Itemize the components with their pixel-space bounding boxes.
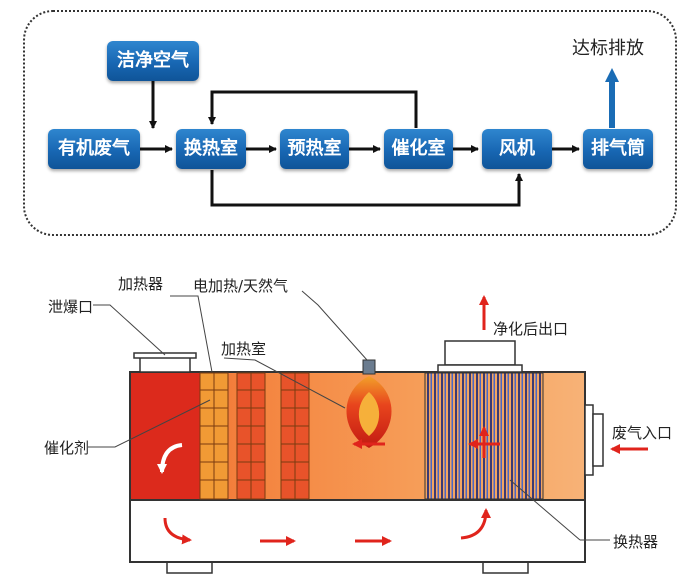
catalyst-flow-arrow bbox=[157, 443, 183, 474]
node-heat-exchange-chamber: 换热室 bbox=[176, 129, 246, 169]
compliant-discharge-label: 达标排放 bbox=[572, 38, 644, 59]
catalyst-section bbox=[131, 373, 200, 499]
label-heat-exchanger: 换热器 bbox=[613, 533, 659, 551]
duct-flow-arrow bbox=[460, 508, 491, 540]
waste-gas-inlet-nozzle bbox=[592, 413, 604, 467]
node-catalytic-chamber: 催化室 bbox=[384, 129, 453, 169]
node-preheat-chamber: 预热室 bbox=[280, 129, 349, 169]
heater-grids bbox=[199, 372, 310, 500]
leader-lines bbox=[88, 290, 610, 541]
purified-outlet-nozzle bbox=[444, 340, 516, 366]
label-purified-outlet: 净化后出口 bbox=[493, 320, 569, 338]
arrow-exchanger-to-fan bbox=[210, 170, 523, 207]
node-organic-waste-gas: 有机废气 bbox=[48, 129, 140, 169]
process-flow-box bbox=[23, 10, 677, 236]
node-fan: 风机 bbox=[482, 129, 552, 169]
burner-nozzle bbox=[362, 359, 376, 375]
label-waste-gas-inlet: 废气入口 bbox=[612, 424, 673, 442]
bottom-duct bbox=[129, 499, 586, 563]
label-electric-gas-heating: 电加热/天然气 bbox=[193, 277, 289, 295]
arrow-catalytic-return bbox=[208, 90, 418, 128]
label-catalyst: 催化剂 bbox=[44, 439, 90, 457]
explosion-vent-nozzle bbox=[139, 356, 191, 373]
label-explosion-vent: 泄爆口 bbox=[48, 298, 94, 316]
label-heater: 加热器 bbox=[118, 275, 164, 293]
label-heating-chamber: 加热室 bbox=[221, 340, 267, 358]
node-clean-air: 洁净空气 bbox=[107, 41, 199, 81]
node-exhaust-stack: 排气筒 bbox=[583, 129, 653, 169]
duct-flow-arrow bbox=[163, 517, 192, 545]
